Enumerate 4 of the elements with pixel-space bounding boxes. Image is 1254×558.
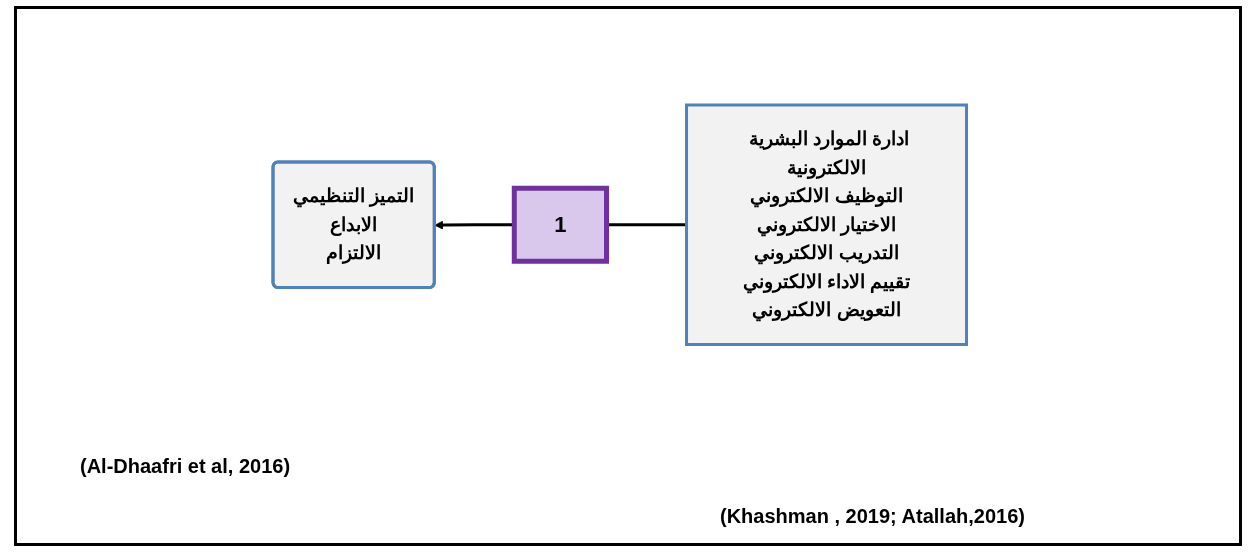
node-box: 1	[512, 186, 610, 264]
citation-text: (Khashman , 2019; Atallah,2016)	[720, 505, 1025, 528]
citation-text: (Al-Dhaafri et al, 2016)	[80, 455, 291, 478]
node-box: ادارة الموارد البشرية الالكترونية التوظيف الالكتروني الاختيار الالكتروني التدريب الالكتروني تقييم الاداء الالكتروني التعويض الالكتروني	[685, 103, 969, 347]
